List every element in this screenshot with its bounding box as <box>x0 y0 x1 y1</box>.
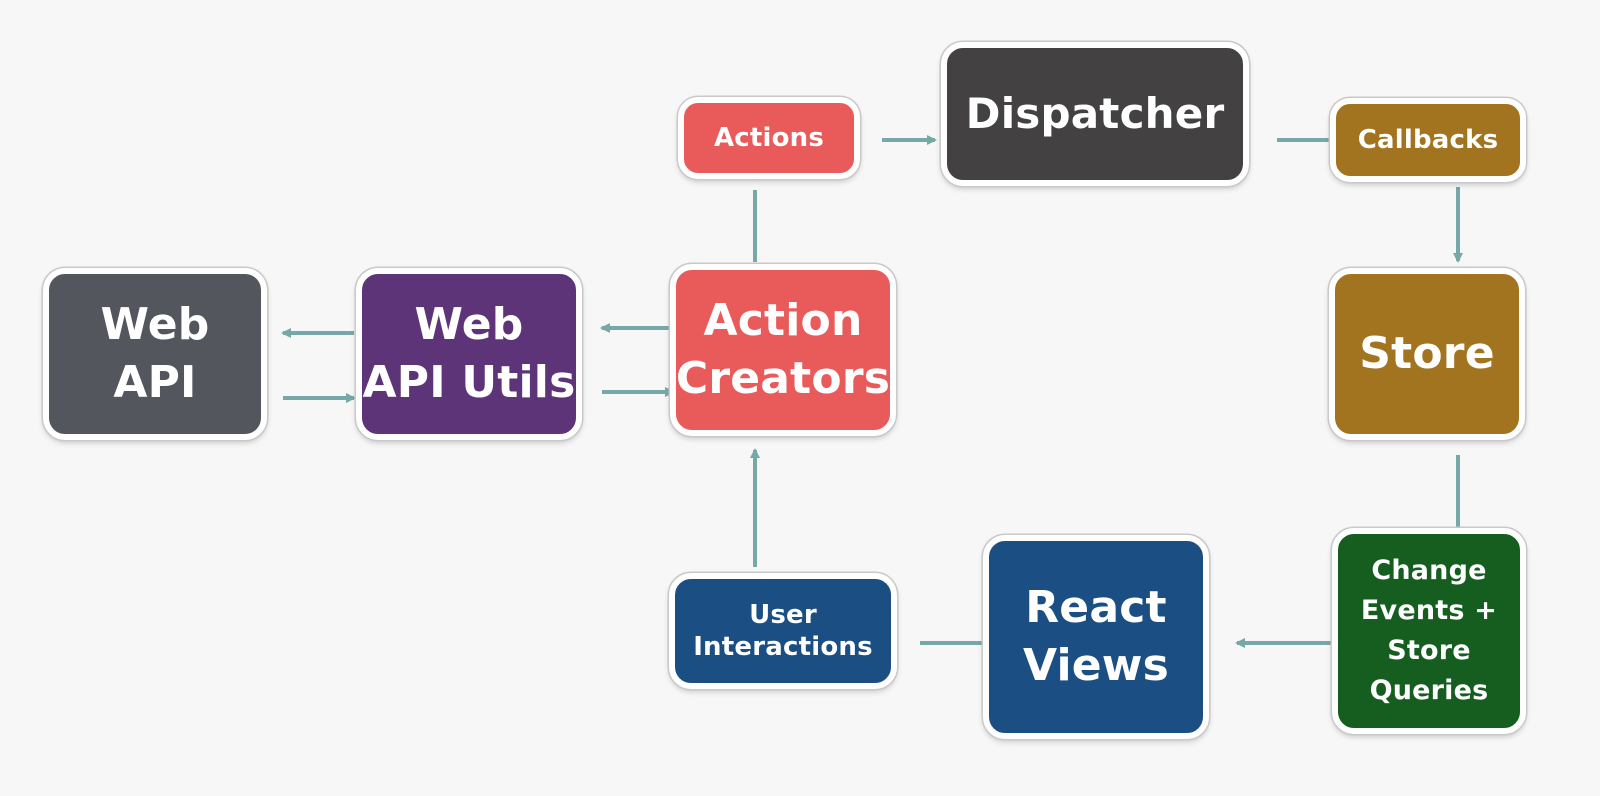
node-change-events-store-queries: Change Events + Store Queries <box>1332 528 1526 734</box>
node-web-api: Web API <box>43 268 267 440</box>
node-dispatcher: Dispatcher <box>941 42 1249 186</box>
node-react-views: React Views <box>983 535 1209 739</box>
node-web-api-utils: Web API Utils <box>356 268 582 440</box>
node-callbacks: Callbacks <box>1330 98 1526 182</box>
node-action-creators: Action Creators <box>670 264 896 436</box>
node-actions: Actions <box>678 97 860 179</box>
node-user-interactions: User Interactions <box>669 573 897 689</box>
node-store: Store <box>1329 268 1525 440</box>
